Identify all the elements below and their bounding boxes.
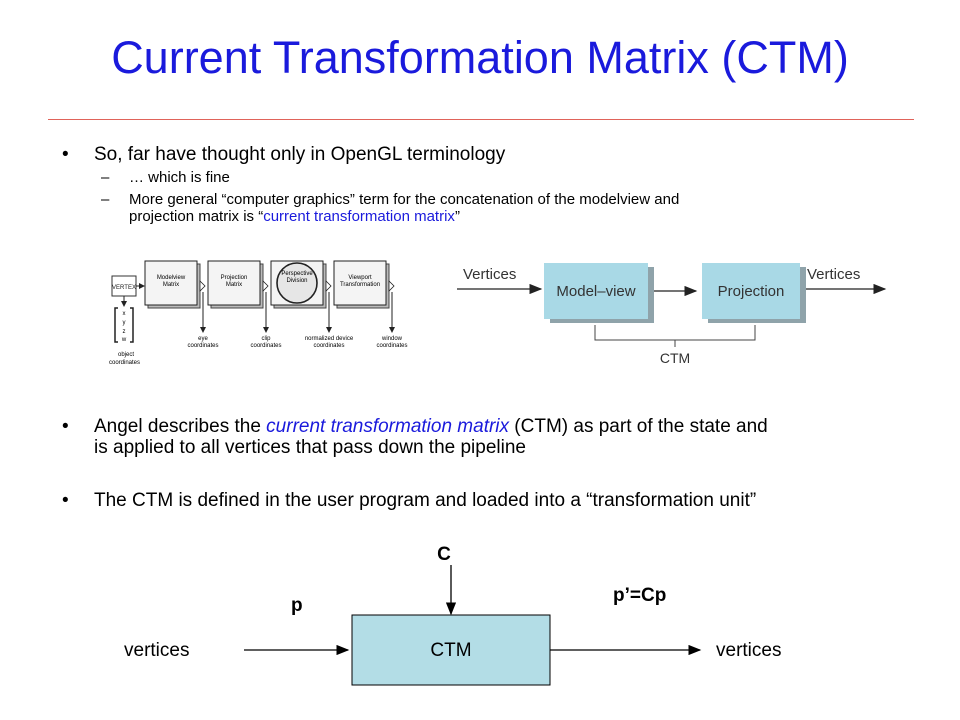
stage-3-line-1: Perspective (281, 271, 313, 277)
ctm-pipeline-figure: Vertices Model–view Projection Vertices … (457, 263, 887, 366)
vertex-label: VERTEX (112, 285, 136, 291)
stage-1-line-2: Matrix (163, 282, 179, 288)
sub-bullet-1: – … which is fine (101, 169, 901, 187)
p-prime-equation: p’=Cp (613, 585, 666, 606)
highlight-text: current transformation matrix (263, 208, 455, 225)
stage-modelview: Modelview Matrix (144, 260, 206, 309)
coord-y: y (123, 320, 126, 326)
ctm-brace (594, 325, 756, 341)
output-1-line-2: coordinates (187, 343, 218, 349)
bullet-1: • So, far have thought only in OpenGL te… (62, 144, 922, 166)
bullet-dot: • (62, 144, 69, 165)
in-vertices-label: Vertices (463, 266, 516, 283)
bullet-2: • Angel describes the current transforma… (62, 416, 922, 460)
coord-x: x (123, 311, 126, 317)
stage-viewport: Viewport Transformation (333, 260, 395, 309)
sub-bullet-1-text: … which is fine (129, 169, 230, 186)
ctm-brace-label: CTM (660, 350, 690, 366)
sub-bullet-2-line-1: More general “computer graphics” term fo… (129, 191, 680, 208)
stage-4-line-2: Transformation (340, 282, 380, 288)
input-vertices-label: vertices (124, 640, 189, 661)
coordinate-vector: x y z w (114, 307, 134, 343)
object-coords-label-2: coordinates (109, 360, 140, 366)
model-view-box: Model–view (544, 263, 654, 323)
transformation-unit-diagram: C p p’=Cp vertices CTM vertices (124, 544, 781, 686)
stage-3-line-2: Division (286, 278, 307, 284)
opengl-pipeline-figure: VERTEX x y z w object coordinates Modelv… (109, 260, 408, 366)
output-3-line-2: coordinates (313, 343, 344, 349)
bullet-dot: • (62, 416, 69, 437)
sub-bullet-2-line-2: projection matrix is “current transforma… (129, 208, 460, 225)
output-2-line-1: clip (261, 336, 271, 342)
highlight-text: current transformation matrix (266, 416, 510, 437)
stage-1-line-1: Modelview (157, 275, 186, 281)
bullet-dot: • (62, 490, 69, 511)
output-vertices-label: vertices (716, 640, 781, 661)
sub-bullet-2: – More general “computer graphics” term … (101, 191, 901, 227)
output-3-line-1: normalized device (305, 336, 354, 342)
bullet-1-text: So, far have thought only in OpenGL term… (94, 144, 506, 165)
projection-box: Projection (702, 263, 806, 323)
coord-z: z (123, 329, 126, 335)
bullet-2-line-2: is applied to all vertices that pass dow… (94, 437, 526, 458)
stage-projection: Projection Matrix (207, 260, 269, 309)
bullet-2-line-1: Angel describes the current transformati… (94, 416, 768, 437)
sub-bullet-dash: – (101, 191, 110, 208)
output-2-line-2: coordinates (250, 343, 281, 349)
stage-perspective-division: Perspective Division (270, 260, 332, 309)
model-view-label: Model–view (556, 283, 635, 300)
slide-title: Current Transformation Matrix (CTM) (111, 32, 849, 83)
output-1-line-1: eye (198, 336, 208, 342)
object-coords-label-1: object (118, 352, 134, 358)
stage-2-line-1: Projection (221, 275, 248, 281)
bullet-3-text: The CTM is defined in the user program a… (94, 490, 757, 511)
vertex-node: VERTEX (111, 275, 137, 297)
out-vertices-label: Vertices (807, 266, 860, 283)
stage-4-line-1: Viewport (348, 275, 372, 281)
stage-2-line-2: Matrix (226, 282, 242, 288)
sub-bullet-dash: – (101, 169, 110, 186)
bullet-3: • The CTM is defined in the user program… (62, 490, 922, 512)
title-divider (48, 119, 914, 120)
projection-label: Projection (718, 283, 785, 300)
output-4-line-2: coordinates (376, 343, 407, 349)
output-4-line-1: window (381, 336, 403, 342)
ctm-box-label: CTM (430, 640, 471, 661)
coord-w: w (121, 337, 127, 343)
c-label: C (437, 544, 451, 565)
p-label: p (291, 595, 303, 616)
